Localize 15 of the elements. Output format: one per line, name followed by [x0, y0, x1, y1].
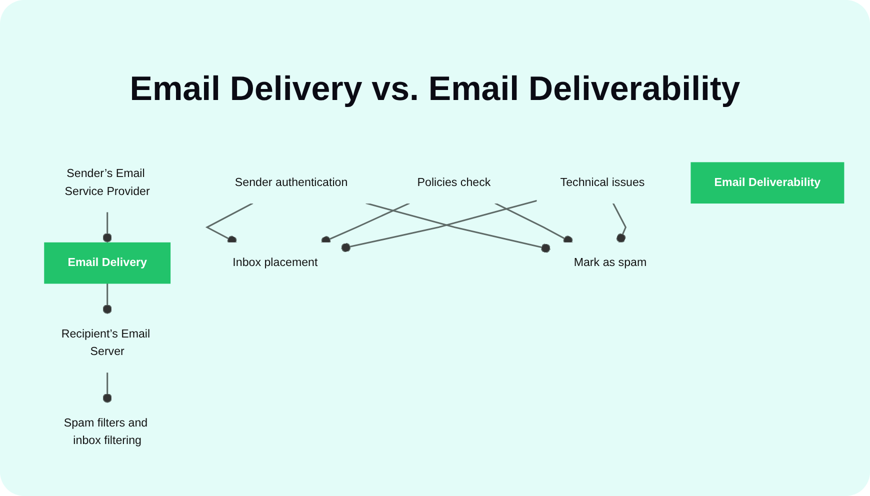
node-box: Email Delivery — [44, 242, 171, 284]
node-text: Sender’s Email Service Provider — [64, 167, 150, 198]
connector — [340, 200, 538, 252]
connector — [102, 212, 112, 243]
connector — [102, 283, 112, 314]
node-text: Recipient’s Email Server — [61, 327, 150, 358]
node-text: Spam filters and inbox filtering — [64, 416, 148, 447]
node-box: Email Deliverability — [690, 162, 844, 204]
connector — [612, 202, 627, 244]
node-text: Sender authentication — [234, 176, 348, 189]
connector — [366, 202, 551, 253]
node-text: Technical issues — [560, 176, 645, 189]
title: Email Delivery vs. Email Deliverability — [128, 70, 742, 109]
connector — [102, 372, 112, 404]
node-text: Policies check — [417, 176, 491, 189]
